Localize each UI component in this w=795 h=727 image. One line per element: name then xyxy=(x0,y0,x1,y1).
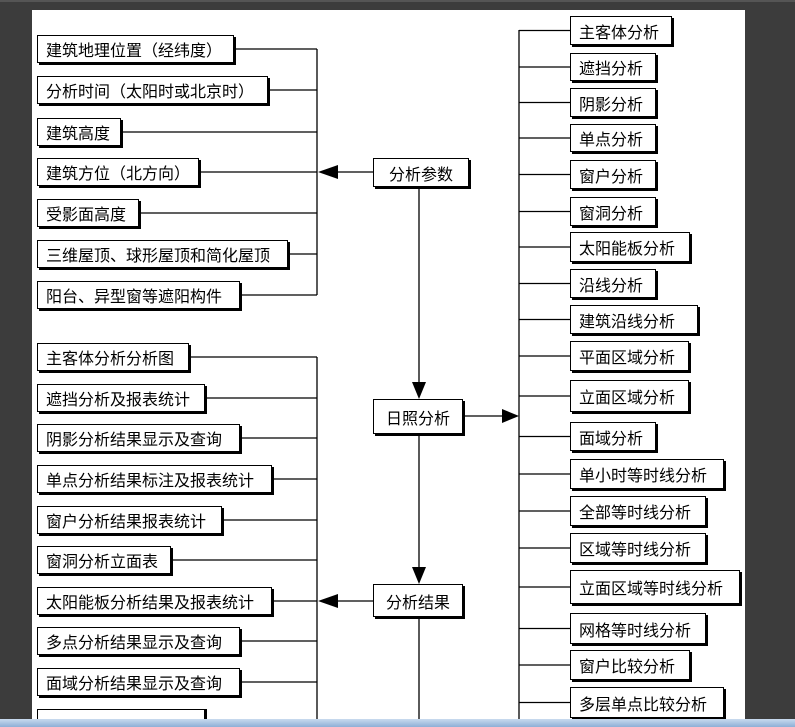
analysis-node: 阴影分析 xyxy=(570,88,656,117)
analysis-node: 建筑沿线分析 xyxy=(570,305,698,334)
core-node: 日照分析 xyxy=(373,399,463,434)
parameter-connectors xyxy=(121,48,373,296)
analysis-node: 主客体分析 xyxy=(570,16,672,45)
output-node: 分析结果 xyxy=(373,584,463,617)
result-node: 阴影分析结果显示及查询 xyxy=(37,424,240,452)
analysis-node: 太阳能板分析 xyxy=(570,232,690,262)
center-connectors xyxy=(412,187,519,727)
result-node: 遮挡分析及报表统计 xyxy=(37,384,205,412)
analysis-node: 平面区域分析 xyxy=(570,341,689,371)
analysis-node: 全部等时线分析 xyxy=(570,496,706,526)
analysis-node: 网格等时线分析 xyxy=(570,613,706,644)
result-node: 多点分析结果显示及查询 xyxy=(37,627,240,655)
parameter-node: 分析时间（太阳时或北京时） xyxy=(37,76,268,104)
result-node: 窗洞分析立面表 xyxy=(37,546,171,574)
analysis-node: 立面区域分析 xyxy=(570,380,689,412)
analysis-node: 立面区域等时线分析 xyxy=(570,570,740,604)
analysis-connectors xyxy=(518,29,570,727)
analysis-node: 遮挡分析 xyxy=(570,53,656,81)
parameter-node: 三维屋顶、球形屋顶和简化屋顶 xyxy=(37,240,288,268)
result-node: 单点分析结果标注及报表统计 xyxy=(37,465,272,493)
parameter-node: 受影面高度 xyxy=(37,199,139,227)
viewer-top-edge xyxy=(0,0,795,2)
result-node: 主客体分析分析图 xyxy=(37,343,189,371)
parameter-node: 建筑地理位置（经纬度） xyxy=(37,35,234,63)
analysis-node: 单小时等时线分析 xyxy=(570,459,724,489)
result-node: 太阳能板分析结果及报表统计 xyxy=(37,587,272,615)
analysis-node: 窗户比较分析 xyxy=(570,650,690,680)
result-node: 面域分析结果显示及查询 xyxy=(37,668,240,696)
arrowhead-down xyxy=(412,567,426,584)
analysis-node: 单点分析 xyxy=(570,124,656,152)
analysis-node: 窗洞分析 xyxy=(570,197,656,226)
analysis-node: 区域等时线分析 xyxy=(570,533,706,563)
parameter-node: 建筑方位（北方向） xyxy=(37,158,199,186)
analysis-node: 窗户分析 xyxy=(570,160,656,189)
parameter-node: 建筑高度 xyxy=(37,118,121,146)
arrowhead-right xyxy=(502,409,519,423)
analysis-node: 沿线分析 xyxy=(570,269,656,298)
result-node: 窗户分析结果报表统计 xyxy=(37,506,222,534)
arrowhead-down xyxy=(412,382,426,399)
input-node: 分析参数 xyxy=(373,158,469,187)
parameter-node: 阳台、异型窗等遮阳构件 xyxy=(37,281,240,309)
arrowhead-left xyxy=(318,165,338,179)
analysis-node: 面域分析 xyxy=(570,422,656,451)
arrowhead-left xyxy=(318,594,338,608)
bottom-bar xyxy=(0,719,795,727)
analysis-node: 多层单点比较分析 xyxy=(570,687,724,718)
